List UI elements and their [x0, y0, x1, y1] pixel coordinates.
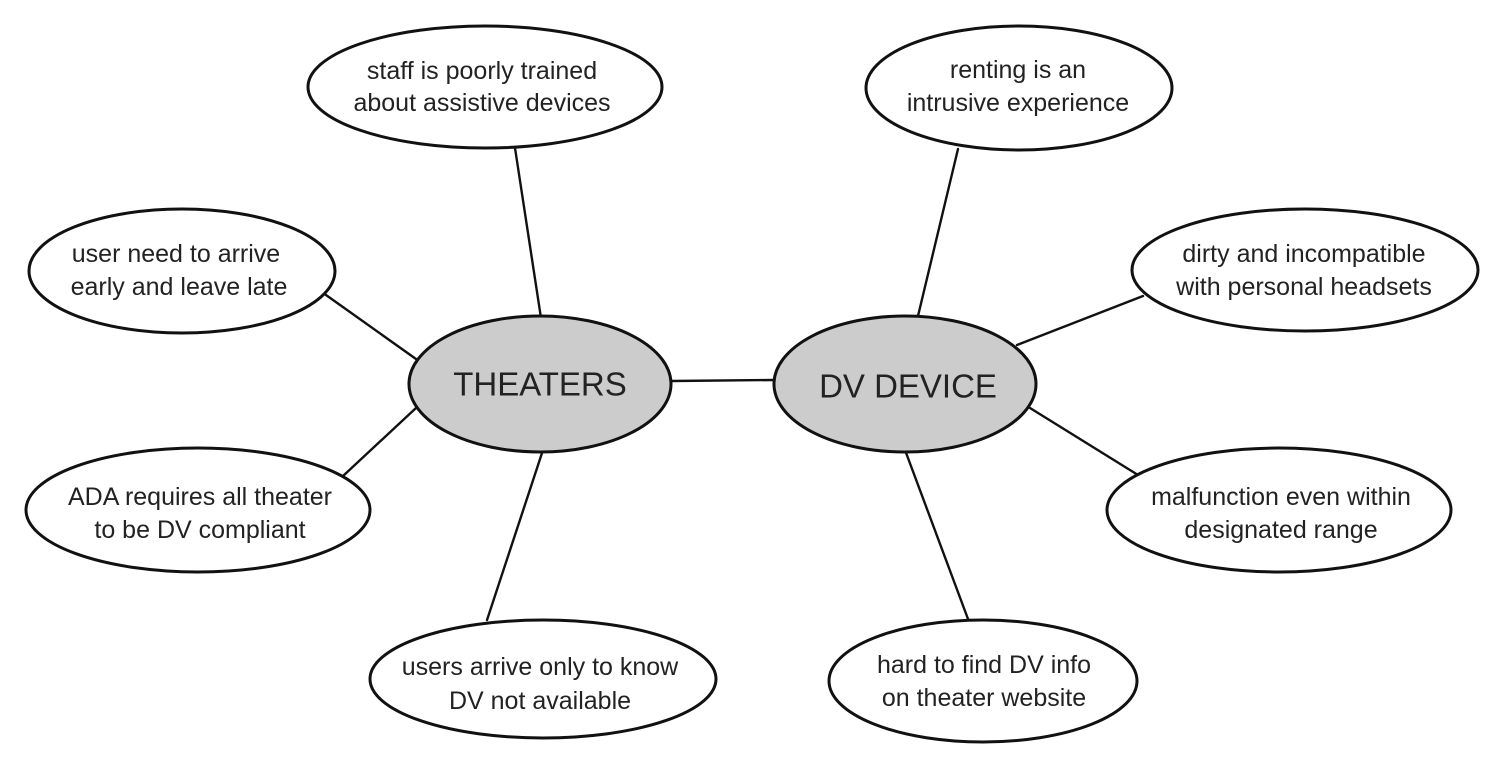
node-staff-training: staff is poorly trained about assistive … [306, 24, 664, 150]
node-staff-training-line-2: about assistive devices [353, 89, 610, 117]
connector-device-hard-to-find [903, 448, 970, 621]
connector-device-malfunction [1028, 406, 1140, 477]
hub-theaters: THEATERS [407, 314, 673, 454]
node-renting-intrusive-line-2: intrusive experience [907, 89, 1129, 117]
node-dirty-headsets-line-2: with personal headsets [1175, 273, 1432, 301]
node-arrive-early-shape [27, 207, 337, 335]
node-hard-to-find-info-line-1: hard to find DV info [877, 651, 1091, 679]
node-arrive-early-line-1: user need to arrive [72, 240, 280, 268]
connector-device-renting [916, 147, 960, 318]
node-ada-compliance-line-1: ADA requires all theater [68, 483, 332, 511]
node-hard-to-find-info: hard to find DV info on theater website [827, 618, 1139, 744]
connector-theaters-ada [341, 406, 418, 478]
connector-device-dirty [1015, 294, 1145, 347]
node-ada-compliance-line-2: to be DV compliant [94, 516, 305, 544]
node-renting-intrusive: renting is an intrusive experience [864, 24, 1174, 152]
node-dirty-headsets-shape [1130, 207, 1480, 333]
node-ada-compliance-shape [24, 446, 372, 574]
node-malfunction-range: malfunction even within designated range [1105, 446, 1453, 574]
hub-theaters-label: THEATERS [453, 366, 627, 403]
hub-dv-device-shape [772, 314, 1038, 454]
node-arrive-early: user need to arrive early and leave late [27, 207, 337, 335]
node-staff-training-line-1: staff is poorly trained [367, 57, 597, 85]
node-malfunction-range-shape [1105, 446, 1453, 574]
connector-theaters-dv-device [670, 378, 776, 383]
hub-theaters-shape [407, 314, 673, 454]
node-dv-not-available-line-1: users arrive only to know [402, 653, 679, 681]
node-dirty-headsets-line-1: dirty and incompatible [1182, 240, 1425, 268]
hub-dv-device: DV DEVICE [772, 314, 1038, 454]
connectors [324, 146, 1145, 622]
connector-theaters-arrive-early [324, 293, 418, 361]
node-arrive-early-line-2: early and leave late [71, 273, 288, 301]
node-renting-intrusive-shape [864, 24, 1174, 152]
node-ada-compliance: ADA requires all theater to be DV compli… [24, 446, 372, 574]
node-dv-not-available: users arrive only to know DV not availab… [368, 618, 718, 740]
node-dirty-headsets: dirty and incompatible with personal hea… [1130, 207, 1480, 333]
node-malfunction-range-line-2: designated range [1184, 516, 1377, 544]
connector-theaters-not-available [485, 448, 545, 622]
node-renting-intrusive-line-1: renting is an [950, 56, 1086, 84]
node-hard-to-find-info-shape [827, 618, 1139, 744]
connector-theaters-staff [513, 146, 543, 320]
node-hard-to-find-info-line-2: on theater website [882, 684, 1086, 712]
node-dv-not-available-shape [368, 618, 718, 740]
node-dv-not-available-line-2: DV not available [449, 687, 631, 715]
node-malfunction-range-line-1: malfunction even within [1151, 483, 1411, 511]
hub-dv-device-label: DV DEVICE [819, 368, 997, 405]
node-staff-training-shape [306, 24, 664, 150]
